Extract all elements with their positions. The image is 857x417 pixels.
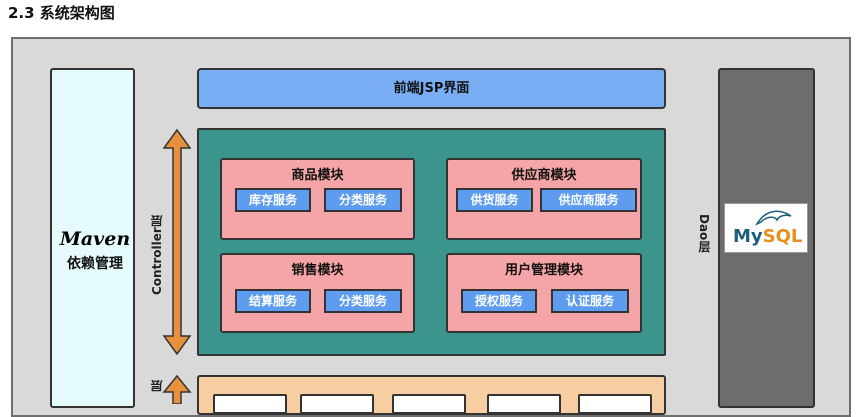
service-box: 供应商服务 — [540, 188, 637, 212]
mysql-logo: MySQL — [724, 203, 808, 253]
controller-layer-label: Controller层 — [150, 215, 164, 295]
bottom-slot — [300, 394, 374, 414]
module-product: 商品模块 库存服务 分类服务 — [220, 158, 415, 240]
service-box: 分类服务 — [324, 188, 402, 212]
module-supplier: 供应商模块 供货服务 供应商服务 — [446, 158, 642, 240]
maven-column — [50, 68, 135, 408]
bottom-slot — [578, 394, 652, 414]
dolphin-icon — [755, 210, 792, 226]
service-box: 供货服务 — [456, 188, 533, 212]
controller-arrow — [162, 128, 192, 356]
service-box: 结算服务 — [235, 289, 311, 313]
module-title: 商品模块 — [291, 168, 344, 183]
service-box: 库存服务 — [235, 188, 311, 212]
service-layer-label: 层 — [150, 380, 164, 392]
module-title: 销售模块 — [291, 263, 344, 278]
bottom-slot — [213, 394, 287, 414]
service-box: 授权服务 — [461, 289, 537, 313]
module-sales: 销售模块 结算服务 分类服务 — [220, 253, 415, 333]
mysql-wordmark: MySQL — [733, 226, 803, 247]
maven-label: 依赖管理 — [67, 256, 123, 272]
module-title: 用户管理模块 — [504, 263, 583, 278]
dao-layer-label: Dao层 — [697, 214, 711, 253]
module-user-management: 用户管理模块 授权服务 认证服务 — [446, 253, 642, 333]
frontend-layer: 前端JSP界面 — [197, 68, 666, 109]
section-title: 2.3 系统架构图 — [8, 4, 115, 22]
service-arrow — [162, 374, 192, 404]
service-box: 认证服务 — [551, 289, 629, 313]
module-title: 供应商模块 — [511, 168, 577, 183]
bottom-slot — [487, 394, 561, 414]
service-box: 分类服务 — [324, 289, 402, 313]
maven-logo: Maven — [59, 228, 131, 250]
bottom-slot — [392, 394, 466, 414]
